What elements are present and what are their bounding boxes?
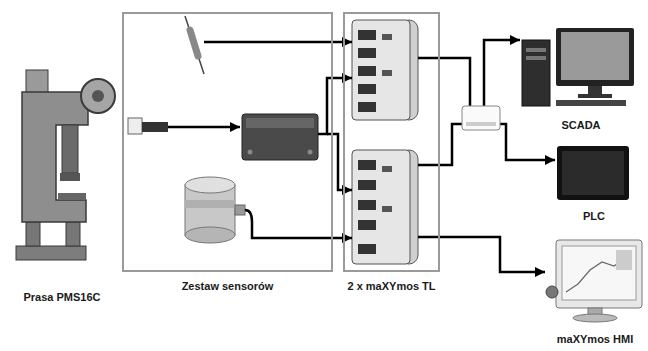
scada-computer xyxy=(522,28,634,106)
hmi-terminal xyxy=(546,240,642,322)
linear-sensor xyxy=(185,16,204,74)
network-switch xyxy=(462,106,500,130)
press-figure: Prasa PMS16C xyxy=(8,62,116,304)
load-cell xyxy=(185,177,245,243)
scada-computer xyxy=(556,28,634,86)
press-illustration xyxy=(60,173,80,181)
plc-panel xyxy=(557,146,629,200)
proximity-sensor xyxy=(142,122,168,132)
connector-arrow xyxy=(440,237,545,272)
maxymos-device xyxy=(358,48,376,58)
maxymos-device xyxy=(352,150,418,264)
plc-figure: PLC xyxy=(555,143,633,223)
junction-box xyxy=(246,118,314,128)
network-switch xyxy=(466,122,496,126)
press-illustration xyxy=(26,222,40,246)
maxymos-device xyxy=(358,200,376,210)
press-illustration xyxy=(58,193,86,200)
maxymos-device xyxy=(358,84,376,94)
scada-computer xyxy=(522,40,550,106)
scada-computer xyxy=(526,56,546,60)
maxymos-device xyxy=(352,150,410,264)
maxymos-device xyxy=(358,30,376,40)
node-label: Zestaw sensorów xyxy=(110,280,345,293)
hmi-terminal xyxy=(573,314,617,322)
press-illustration xyxy=(16,70,115,260)
maxymos-device xyxy=(352,20,418,120)
maxymos-device xyxy=(358,244,376,254)
load-cell xyxy=(185,200,235,208)
maxymos-device xyxy=(352,20,410,120)
hmi-terminal xyxy=(562,246,636,300)
junction-box xyxy=(242,114,318,160)
signal-wire xyxy=(418,236,440,239)
hmi-terminal xyxy=(556,240,642,308)
node-label: maXYmos HMI xyxy=(531,333,648,346)
node-label: PLC xyxy=(541,210,647,223)
node-label: 2 x maXYmos TL xyxy=(331,280,452,293)
proximity-sensor xyxy=(128,118,142,134)
scada-computer xyxy=(578,94,612,98)
controller-group-box: 2 x maXYmos TL xyxy=(343,12,440,272)
signal-wire xyxy=(204,41,333,44)
linear-sensor xyxy=(185,16,204,74)
press-illustration xyxy=(92,90,104,102)
junction-box xyxy=(308,150,313,155)
scada-computer xyxy=(561,32,629,80)
scada-figure: SCADA xyxy=(520,26,642,132)
maxymos-device xyxy=(358,66,376,76)
press-illustration xyxy=(16,246,86,260)
plc-panel xyxy=(557,146,629,200)
junction-box xyxy=(242,114,318,160)
maxymos-device xyxy=(382,34,392,40)
load-cell xyxy=(185,177,235,193)
hmi-terminal xyxy=(616,250,632,270)
sensor-group-box: Zestaw sensorów xyxy=(122,12,333,272)
signal-wire xyxy=(318,78,352,134)
press-illustration xyxy=(26,70,48,94)
signal-wire xyxy=(168,42,440,238)
load-cell xyxy=(185,227,235,243)
maxymos-device xyxy=(382,166,392,172)
hmi-terminal xyxy=(546,286,558,298)
maxymos-device xyxy=(358,220,376,230)
signal-wire xyxy=(418,164,440,167)
signal-wire xyxy=(168,126,240,129)
plc-panel xyxy=(562,151,624,195)
linear-sensor xyxy=(190,30,198,56)
scada-computer xyxy=(526,48,546,52)
junction-box xyxy=(248,150,253,155)
press-illustration xyxy=(22,92,88,222)
network-switch xyxy=(462,106,500,130)
maxymos-device xyxy=(382,206,392,212)
hmi-figure: maXYmos HMI xyxy=(545,236,645,346)
signal-wire xyxy=(418,57,440,60)
load-cell xyxy=(235,205,245,215)
scada-computer xyxy=(588,86,602,94)
maxymos-device xyxy=(358,160,376,170)
press-illustration xyxy=(81,79,115,113)
press-illustration xyxy=(66,222,80,246)
maxymos-device xyxy=(358,102,376,112)
maxymos-device xyxy=(358,180,376,190)
press-illustration xyxy=(62,125,78,173)
signal-wire xyxy=(327,134,352,190)
scada-computer xyxy=(556,100,626,106)
node-label: Prasa PMS16C xyxy=(0,291,130,304)
signal-wire xyxy=(245,210,352,238)
proximity-sensor xyxy=(128,118,168,134)
node-label: SCADA xyxy=(506,119,648,132)
maxymos-device xyxy=(382,70,392,76)
